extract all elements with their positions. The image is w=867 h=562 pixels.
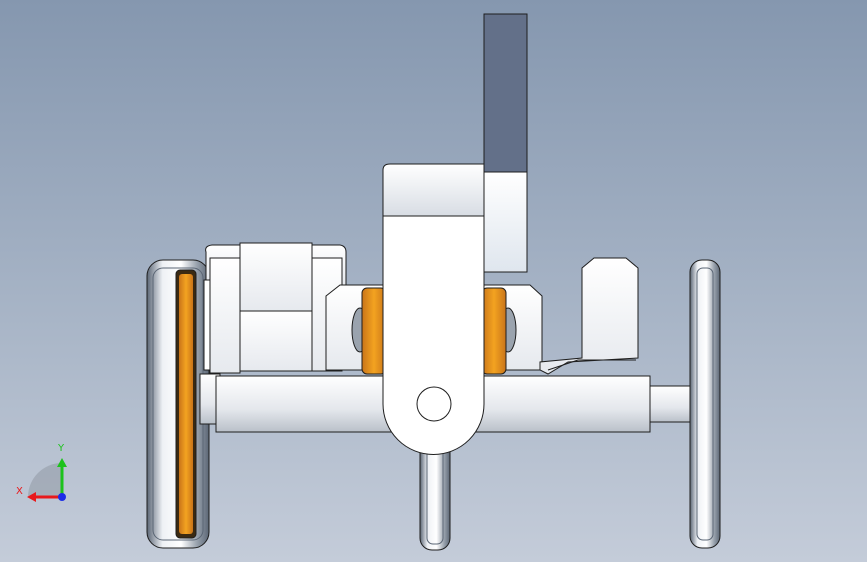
steering-arm[interactable] — [382, 163, 485, 455]
coordinate-triad — [27, 458, 67, 502]
blade-handle[interactable] — [483, 13, 528, 273]
right-wheel[interactable] — [689, 259, 721, 549]
right-bearing-bushing — [481, 287, 507, 375]
right-bracket[interactable] — [539, 257, 639, 375]
pivot-hole — [416, 386, 452, 422]
left-bearing-bushing — [361, 287, 387, 375]
y-axis-label: Y — [58, 443, 65, 454]
z-axis-dot — [58, 493, 66, 501]
left-wheel-bearing-ring — [179, 274, 193, 534]
motor-housing[interactable] — [203, 242, 347, 374]
x-axis-label: X — [16, 486, 23, 497]
left-wheel[interactable] — [146, 259, 210, 549]
